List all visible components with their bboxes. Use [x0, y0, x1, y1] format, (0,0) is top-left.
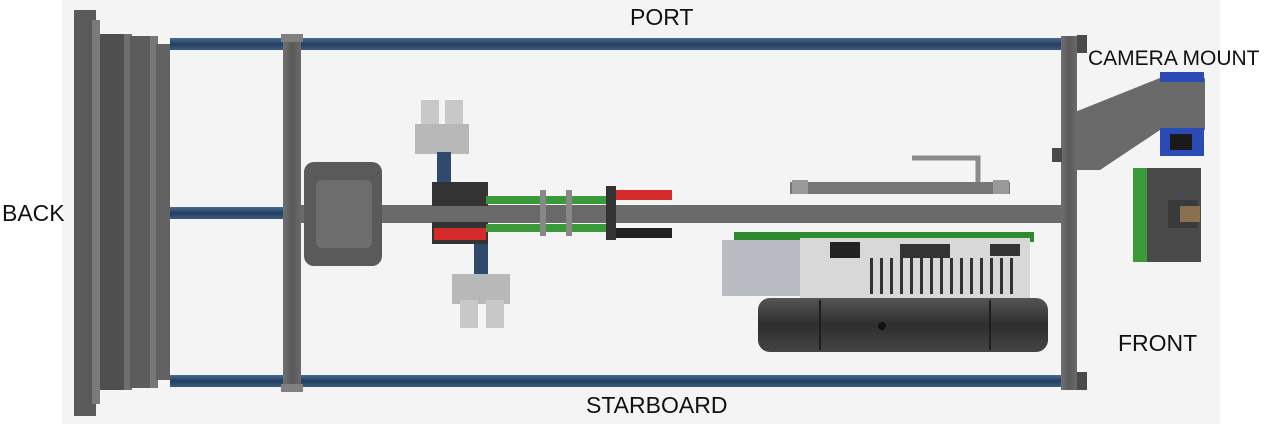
port-rod [170, 38, 1070, 50]
main-computer-board [722, 232, 1034, 298]
nut [1077, 35, 1087, 53]
center-rod [170, 207, 310, 219]
front-bulkhead [1061, 36, 1077, 390]
starboard-label: STARBOARD [586, 392, 728, 418]
threaded-rods [170, 38, 1070, 387]
nut [1077, 372, 1087, 390]
central-shelf [300, 205, 1062, 223]
battery-block [304, 162, 382, 266]
esc-block [432, 182, 488, 244]
power-connectors [606, 186, 672, 240]
back-end-cap [74, 10, 170, 416]
shelf-bracket [790, 155, 1010, 194]
lower-thruster-connector [452, 244, 510, 328]
camera-mount [1075, 72, 1205, 170]
camera [1133, 168, 1201, 262]
back-label: BACK [2, 200, 65, 226]
small-pcb [486, 190, 616, 236]
electronics-case [758, 298, 1048, 352]
middle-bulkhead [283, 34, 301, 392]
upper-thruster-connector [415, 100, 469, 186]
port-label: PORT [630, 4, 694, 30]
starboard-rod [170, 375, 1070, 387]
front-label: FRONT [1118, 330, 1198, 356]
nut [1052, 148, 1062, 162]
camera-mount-label: CAMERA MOUNT [1088, 47, 1260, 70]
